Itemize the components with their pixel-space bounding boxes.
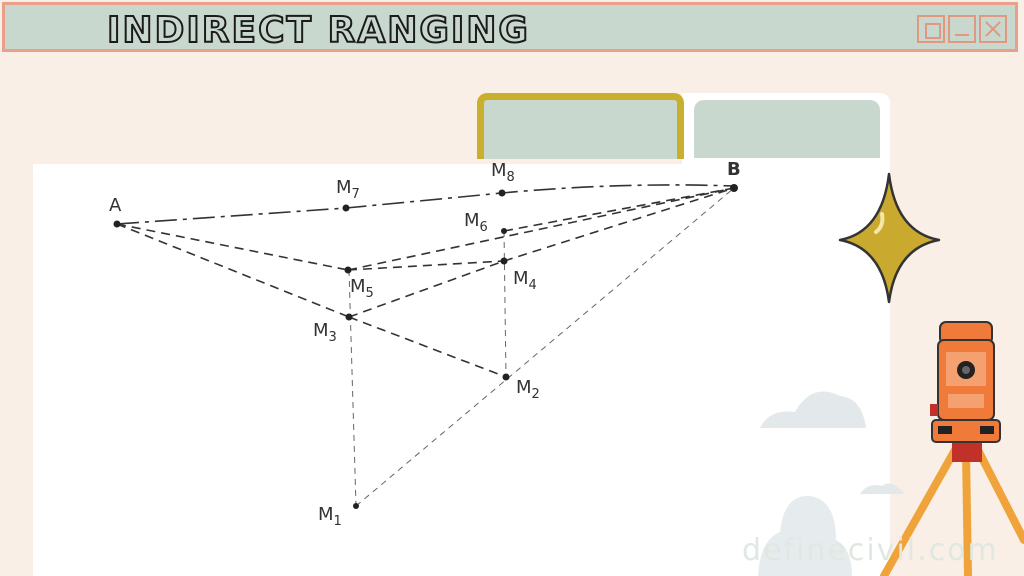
line-m6-b (503, 187, 735, 232)
label-m3: M3 (313, 320, 337, 345)
point-m1 (353, 503, 359, 509)
label-m5: M5 (350, 276, 374, 301)
point-m6 (501, 228, 507, 234)
line-m3-m4 (348, 260, 505, 318)
point-m2 (502, 373, 510, 381)
label-m2: M2 (516, 377, 540, 402)
content-panel (33, 164, 890, 576)
title-bar: INDIRECT RANGING (2, 2, 1018, 52)
tab-2[interactable] (694, 100, 880, 158)
point-m7 (342, 204, 350, 212)
line-m5-m4 (347, 260, 505, 271)
point-a (113, 220, 121, 228)
close-icon[interactable] (979, 15, 1007, 43)
label-m4: M4 (513, 268, 537, 293)
label-m1: M1 (318, 504, 342, 529)
cloud-icon (758, 495, 852, 576)
line-m5-b (347, 187, 735, 271)
point-m5 (344, 266, 352, 274)
label-b: B (727, 159, 741, 180)
sparkle-icon (838, 172, 941, 304)
ranging-lines (116, 184, 735, 507)
point-m3 (345, 313, 353, 321)
minimize-icon[interactable] (948, 15, 976, 43)
total-station-icon (930, 321, 1001, 443)
label-m6: M6 (464, 210, 488, 235)
line-m1-b (355, 187, 735, 507)
window-controls (917, 15, 1007, 43)
point-b (730, 184, 738, 192)
point-m4 (500, 257, 508, 265)
point-m8 (498, 189, 506, 197)
tripod-icon (880, 440, 1024, 576)
survey-points (113, 184, 738, 509)
line-a-b (116, 184, 735, 225)
line-m3-m2 (348, 316, 507, 378)
line-m4-b (503, 187, 735, 262)
label-a: A (109, 195, 122, 216)
line-a-m5 (116, 223, 349, 271)
cloud-icon (860, 483, 905, 494)
line-m6-m2 (503, 230, 507, 378)
watermark: definecivil.com (742, 533, 999, 568)
page-title: INDIRECT RANGING (106, 9, 530, 52)
maximize-icon[interactable] (917, 15, 945, 43)
cloud-icon (760, 391, 866, 428)
label-m7: M7 (336, 177, 360, 202)
line-m5-m1 (348, 269, 357, 507)
line-a-m3 (116, 223, 350, 318)
label-m8: M8 (491, 160, 515, 185)
tab-1[interactable] (477, 93, 684, 159)
